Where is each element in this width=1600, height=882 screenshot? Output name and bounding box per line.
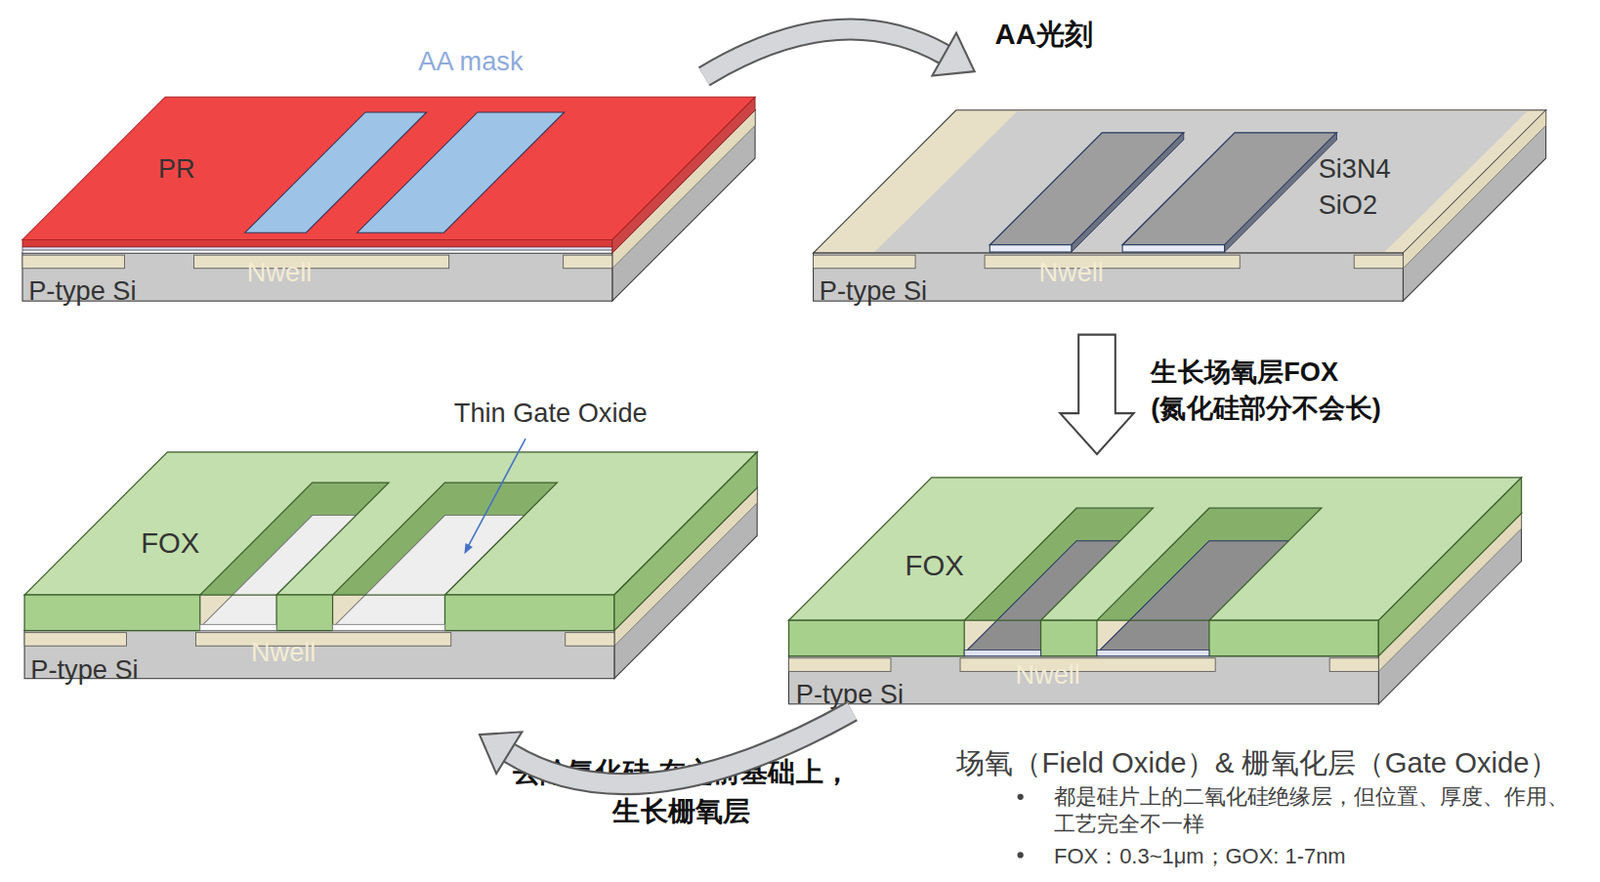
arrow-outline <box>704 29 945 77</box>
part-label: P-type Si <box>796 678 904 710</box>
field-oxide <box>789 477 1522 657</box>
part-label: Nwell <box>251 636 316 668</box>
wafer-step-gox-part <box>333 624 446 631</box>
arrow-head <box>931 33 974 77</box>
process-arrow <box>479 711 852 785</box>
note-text: 都是硅片上的二氧化硅绝缘层，但位置、厚度、作用、工艺完全不一样 <box>1053 782 1587 838</box>
wafer-step-fox-part <box>1096 649 1210 656</box>
process-stage: Si3N4SiO2NwellP-type Si <box>810 71 1557 336</box>
arrow-body <box>704 29 945 77</box>
part-label: Nwell <box>1038 256 1103 288</box>
process-stage: AA maskPRNwellP-type Si <box>20 76 766 309</box>
step-label: 去除氮化硅 在之前基础上，生长栅氧层 <box>477 753 886 831</box>
wafer-step-photo-part <box>22 96 756 240</box>
part-label: FOX <box>140 528 200 559</box>
step-label: 生长场氧层FOX (氮化硅部分不会长) <box>1150 352 1457 426</box>
part-label: PR <box>158 153 196 184</box>
part-label: SiO2 <box>1318 189 1378 220</box>
wafer-step-nitride-part <box>989 245 1072 253</box>
step-label: AA光刻 <box>995 14 1200 55</box>
process-arrow <box>704 29 975 77</box>
leader-line <box>463 438 526 554</box>
wafer-step-nitride-part <box>1122 245 1224 253</box>
part-label: Nwell <box>1014 659 1080 690</box>
wafer-step-photo-part <box>22 247 613 251</box>
wafer-step-fox-part <box>964 649 1041 656</box>
wafer-step-gox <box>24 452 758 679</box>
wafer-step-photo-part <box>22 239 613 247</box>
wafer-step-photo-part <box>357 112 565 233</box>
part-label: Nwell <box>247 256 312 288</box>
arrow-outline <box>508 711 852 785</box>
arrow-head <box>479 731 522 774</box>
note-text: FOX：0.3~1μm；GOX: 1-7nm <box>1053 842 1347 870</box>
wafer-step-nitride <box>813 110 1547 301</box>
part-label: P-type Si <box>819 275 927 306</box>
part-label: AA mask <box>418 45 523 77</box>
wafer-step-gox-part <box>200 624 277 631</box>
wafer-step-nitride-part <box>874 111 1528 253</box>
process-stage: Thin Gate OxideFOXNwellP-type Si <box>22 449 762 736</box>
note-heading: 场氧（Field Oxide）& 栅氧化层（Gate Oxide） <box>956 746 1558 782</box>
process-arrow <box>1059 335 1134 455</box>
arrow-body <box>508 711 852 785</box>
bullet-dot-part <box>1017 851 1024 858</box>
bullet-dot <box>1017 794 1024 859</box>
wafer-step-nitride-part <box>1122 132 1337 246</box>
leader-line-part <box>466 438 526 548</box>
part-label: Si3N4 <box>1318 153 1391 184</box>
wafer-step-photo <box>22 96 756 301</box>
part-label: P-type Si <box>30 654 138 685</box>
wafer-step-photo-part <box>22 250 613 253</box>
field-oxide <box>24 452 758 632</box>
part-label: P-type Si <box>28 275 136 306</box>
bullet-dot-part <box>1017 794 1024 800</box>
wafer-step-fox <box>789 477 1522 705</box>
process-stage: FOX NwellP-type Si <box>787 454 1527 712</box>
part-label: Thin Gate Oxide <box>454 397 648 428</box>
part-label: FOX <box>905 550 965 582</box>
hollow-arrow <box>1059 335 1134 455</box>
leader-line-part <box>463 543 473 554</box>
wafer-substrate <box>813 110 1547 301</box>
